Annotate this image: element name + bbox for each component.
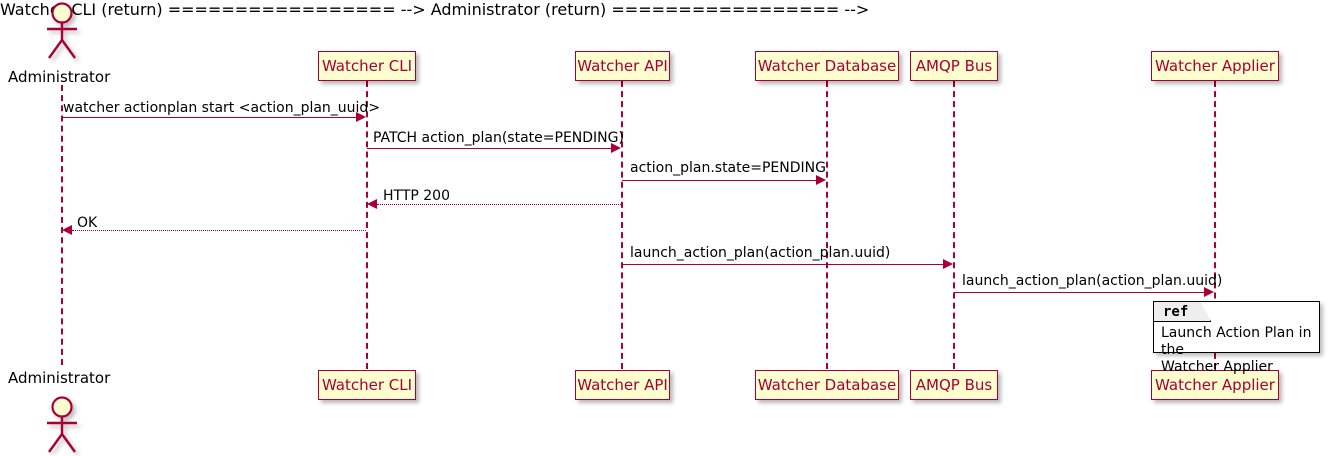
participant-watcher-cli-top[interactable]: Watcher CLI [318, 51, 416, 81]
message-arrow-5 [72, 230, 366, 231]
message-arrow-2 [367, 148, 611, 149]
participant-watcher-applier-top[interactable]: Watcher Applier [1151, 51, 1279, 81]
ref-fragment-tab: ref [1154, 302, 1211, 322]
participant-label: Watcher CLI [321, 375, 413, 394]
lifeline-watcher-database [826, 81, 828, 369]
arrow-head-6 [943, 259, 953, 269]
arrow-head-2 [611, 143, 621, 153]
actor-administrator-top [38, 2, 86, 59]
ref-fragment-tab-label: ref [1163, 303, 1189, 320]
message-label-1: watcher actionplan start <action_plan_uu… [63, 100, 381, 116]
message-label-2: PATCH action_plan(state=PENDING) [373, 130, 624, 146]
participant-label: Watcher Applier [1155, 56, 1275, 75]
arrow-head-1 [356, 112, 366, 122]
message-label-3: action_plan.state=PENDING [630, 160, 826, 176]
message-arrow-6 [622, 264, 943, 265]
participant-label: Watcher API [577, 56, 668, 75]
participant-watcher-database-top[interactable]: Watcher Database [755, 51, 899, 81]
message-label-6: launch_action_plan(action_plan.uuid) [630, 245, 891, 261]
arrow-head-3 [816, 175, 826, 185]
participant-watcher-api-bottom[interactable]: Watcher API [575, 370, 670, 400]
participant-amqp-bus-top[interactable]: AMQP Bus [910, 51, 998, 81]
lifeline-watcher-cli [366, 81, 368, 369]
arrow-head-5 [62, 225, 72, 235]
actor-administrator-bottom [38, 396, 86, 453]
ref-fragment-text: Launch Action Plan in the Watcher Applie… [1161, 325, 1312, 375]
participant-label: Watcher Applier [1155, 375, 1275, 394]
ref-fragment-launch-action-plan: ref Launch Action Plan in the Watcher Ap… [1153, 301, 1320, 375]
participant-amqp-bus-bottom[interactable]: AMQP Bus [910, 370, 998, 400]
message-arrow-7 [954, 292, 1204, 293]
participant-watcher-applier-bottom[interactable]: Watcher Applier [1151, 370, 1279, 400]
participant-label: Watcher Database [757, 56, 897, 75]
participant-watcher-cli-bottom[interactable]: Watcher CLI [318, 370, 416, 400]
message-label-4: HTTP 200 [383, 188, 450, 204]
lifeline-amqp-bus [953, 81, 955, 369]
message-arrow-3 [622, 180, 816, 181]
arrow-head-4 [367, 199, 377, 209]
message-arrow-4 [377, 204, 621, 205]
participant-watcher-database-bottom[interactable]: Watcher Database [755, 370, 899, 400]
actor-label-administrator-top: Administrator [8, 68, 111, 86]
lifeline-watcher-applier [1214, 81, 1216, 369]
participant-label: Watcher Database [757, 375, 897, 394]
actor-label-administrator-bottom: Administrator [8, 369, 111, 387]
message-label-5: OK [77, 215, 98, 231]
message-arrow-1 [62, 117, 356, 118]
lifeline-watcher-api [621, 81, 623, 369]
message-label-7: launch_action_plan(action_plan.uuid) [962, 273, 1223, 289]
participant-label: Watcher API [577, 375, 668, 394]
participant-label: AMQP Bus [915, 375, 993, 394]
participant-label: Watcher CLI [321, 56, 413, 75]
participant-watcher-api-top[interactable]: Watcher API [575, 51, 670, 81]
participant-label: AMQP Bus [915, 56, 993, 75]
arrow-head-7 [1204, 287, 1214, 297]
